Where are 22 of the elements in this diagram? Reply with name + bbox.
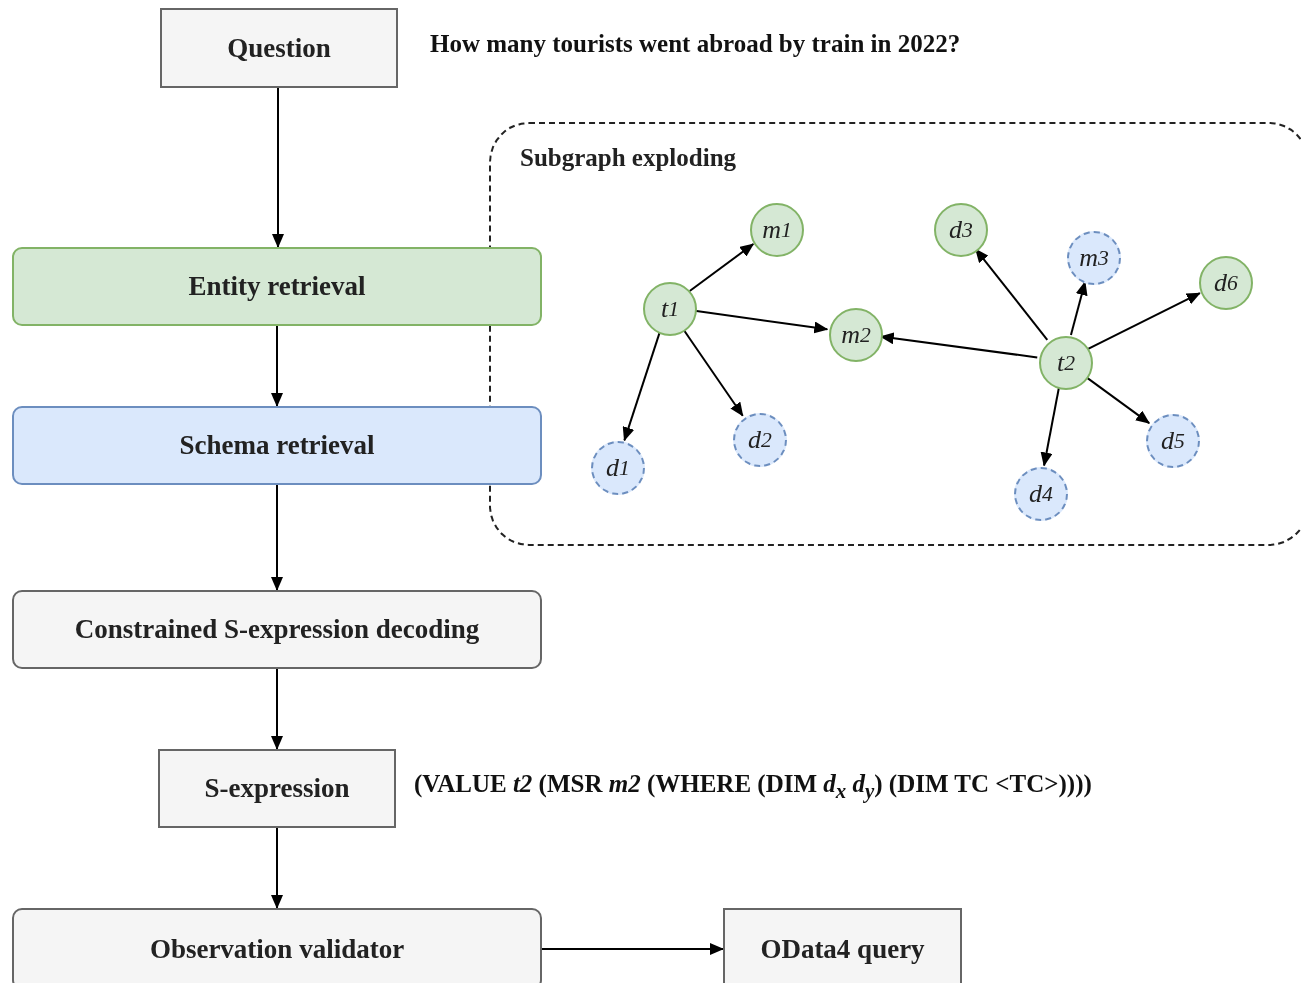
arrow [541,943,724,955]
process-box: Question [160,8,398,88]
process-box: Observation validator [12,908,542,983]
arrow [688,243,755,292]
arrow [1069,281,1088,336]
process-box: S-expression [158,749,396,828]
arrow [1087,292,1201,350]
group-title: Subgraph exploding [520,144,737,172]
arrow [271,325,283,407]
arrow [271,827,283,909]
expression-text: (VALUE t2 (MSR m2 (WHERE (DIM d$_{x}$ d$_{y}$) (DIM TC <TC>)))) [414,770,1092,804]
arrow [1040,386,1060,467]
arrow [622,331,661,442]
arrow [271,668,283,750]
process-box: OData4 query [723,908,962,983]
arrow [271,484,283,591]
process-box: Schema retrieval [12,406,542,485]
process-box: Entity retrieval [12,247,542,326]
process-box: Constrained S-expression decoding [12,590,542,669]
arrow [272,87,284,248]
question-text: How many tourists went abroad by train in 2022? [430,30,961,58]
arrow [974,248,1049,341]
